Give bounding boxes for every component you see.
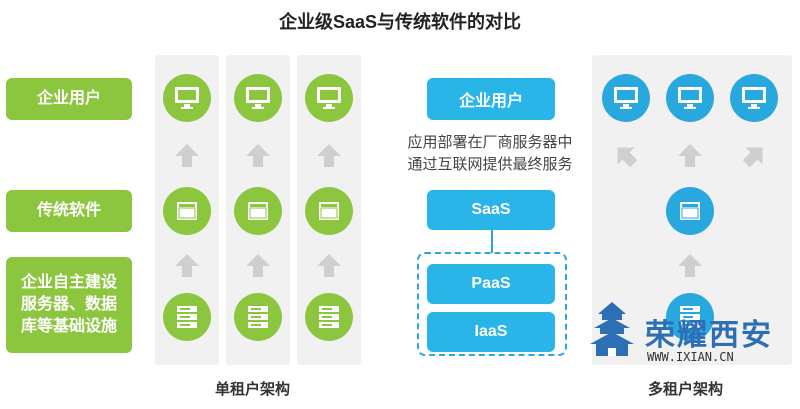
label-text: 企业自主建设: [20, 274, 117, 291]
window-icon: [305, 187, 353, 235]
saas-box: SaaS: [427, 190, 555, 230]
arrow-up-icon: [317, 144, 341, 168]
arrow-up-icon: [246, 144, 270, 168]
multi-tenant-caption: 多租户架构: [648, 381, 724, 398]
window-icon: [666, 187, 714, 235]
deployment-description: 应用部署在厂商服务器中 通过互联网提供最终服务: [385, 132, 595, 176]
label-enterprise-user: 企业用户: [6, 78, 132, 120]
label-infrastructure: 企业自主建设 服务器、数据 库等基础设施: [6, 257, 132, 353]
server-icon: [163, 293, 211, 341]
box-text: IaaS: [474, 323, 508, 340]
paas-box: PaaS: [427, 264, 555, 304]
description-line: 通过互联网提供最终服务: [407, 156, 573, 173]
monitor-icon: [666, 74, 714, 122]
label-text: 库等基础设施: [20, 318, 117, 335]
label-traditional-software: 传统软件: [6, 190, 132, 232]
arrow-up-icon: [317, 254, 341, 278]
watermark-url: WWW.IXIAN.CN: [647, 350, 734, 364]
watermark-text: 荣耀西安: [645, 318, 773, 353]
monitor-icon: [305, 74, 353, 122]
server-icon: [234, 293, 282, 341]
arrow-up-icon: [246, 254, 270, 278]
arrow-up-icon: [175, 144, 199, 168]
label-text: 企业用户: [36, 90, 101, 107]
monitor-icon: [730, 74, 778, 122]
platform-group: [417, 252, 567, 356]
box-text: PaaS: [471, 275, 511, 292]
iaas-box: IaaS: [427, 312, 555, 352]
monitor-icon: [234, 74, 282, 122]
page-title: 企业级SaaS与传统软件的对比: [278, 12, 522, 32]
server-icon: [305, 293, 353, 341]
arrow-up-icon: [175, 254, 199, 278]
watermark-pagoda-icon: [586, 300, 638, 358]
description-line: 应用部署在厂商服务器中: [407, 134, 573, 151]
monitor-icon: [602, 74, 650, 122]
window-icon: [163, 187, 211, 235]
label-text: 服务器、数据: [20, 296, 117, 313]
window-icon: [234, 187, 282, 235]
monitor-icon: [163, 74, 211, 122]
box-text: 企业用户: [458, 93, 523, 110]
box-text: SaaS: [471, 201, 511, 218]
single-tenant-caption: 单租户架构: [215, 381, 291, 398]
label-text: 传统软件: [36, 202, 101, 219]
server-icon: [666, 293, 714, 341]
arrow-up-icon: [678, 144, 702, 168]
connector-line: [491, 229, 493, 253]
middle-enterprise-user: 企业用户: [427, 78, 555, 120]
arrow-up-icon: [678, 254, 702, 278]
